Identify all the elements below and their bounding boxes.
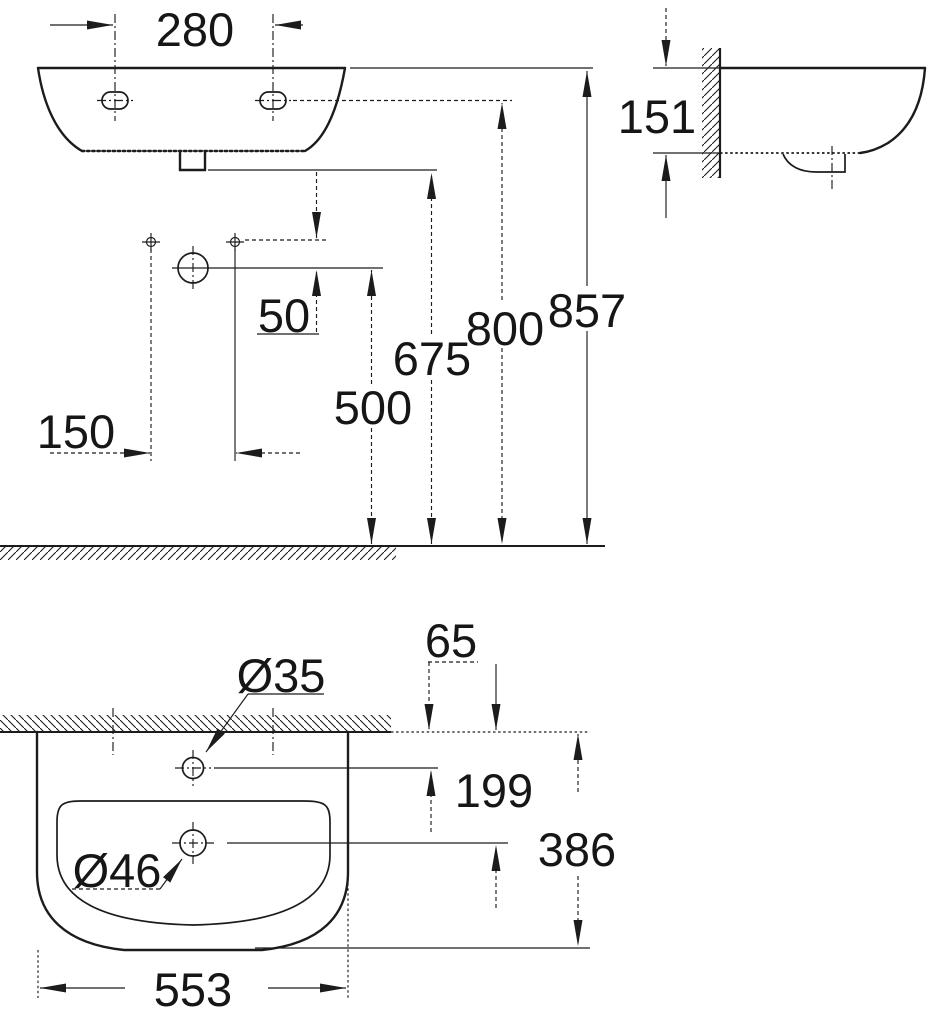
side-drain-pocket xyxy=(782,153,846,173)
left-hole-centerline xyxy=(97,14,133,121)
dim-label-857: 857 xyxy=(548,284,626,337)
plan-wall-hatch xyxy=(0,715,391,732)
dim-label-199: 199 xyxy=(455,764,533,817)
dim-label-553: 553 xyxy=(154,963,232,1010)
dim-label-280: 280 xyxy=(156,3,234,56)
dia35-leader-arrow xyxy=(205,693,249,753)
side-front-curve xyxy=(858,66,927,155)
side-view: 151 xyxy=(618,8,927,218)
dim-label-800: 800 xyxy=(466,302,544,355)
faucet-hole-crosshair xyxy=(175,750,211,786)
right-hole-centerline xyxy=(255,14,291,121)
dim-label-150: 150 xyxy=(37,405,115,458)
dim-label-dia35: Ø35 xyxy=(237,649,326,702)
dim-label-50: 50 xyxy=(258,289,310,342)
dim-label-dia46: Ø46 xyxy=(73,844,162,897)
drain-outlet-square xyxy=(178,150,207,172)
plan-view: Ø35 Ø46 65 199 386 553 xyxy=(0,614,616,1010)
plan-outer-outline xyxy=(35,730,350,952)
drain-hole-crosshair xyxy=(172,822,214,864)
wall-anchor-marks xyxy=(142,233,244,251)
dim-label-500: 500 xyxy=(334,381,412,434)
dim-label-151: 151 xyxy=(618,90,696,143)
front-view: 280 150 50 500 675 xyxy=(0,3,626,560)
dim-label-675: 675 xyxy=(393,332,471,385)
wall-hatch xyxy=(702,48,720,178)
basin-left-edge xyxy=(36,66,84,153)
plan-anchor-marks xyxy=(112,708,274,755)
dim-label-65: 65 xyxy=(425,614,477,667)
floor-hatch xyxy=(0,547,396,560)
plan-inner-bowl xyxy=(56,800,331,926)
dia46-leader-arrow xyxy=(159,858,183,890)
dim-label-386: 386 xyxy=(538,823,616,876)
basin-right-edge xyxy=(303,66,347,153)
